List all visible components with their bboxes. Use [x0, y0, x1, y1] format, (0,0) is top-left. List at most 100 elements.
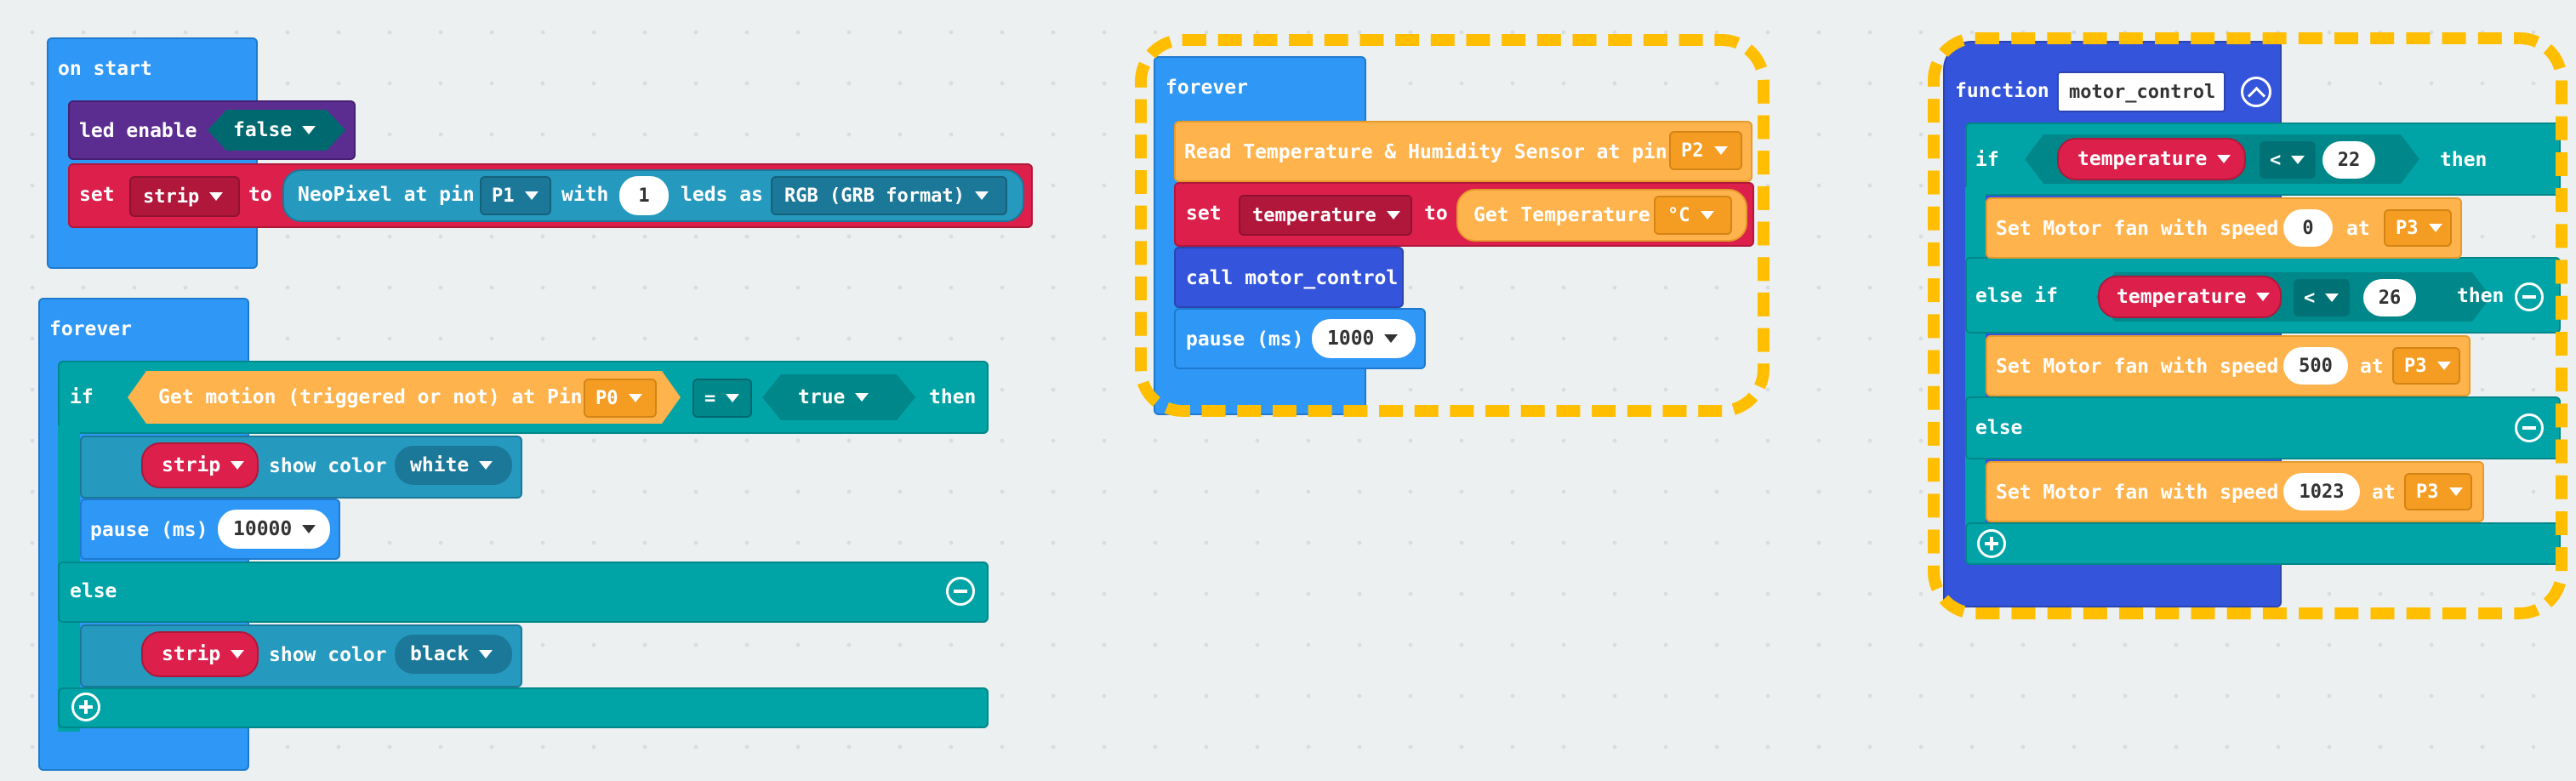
- chevron-down-icon: [1713, 146, 1728, 155]
- on-start-label: on start: [58, 58, 152, 80]
- remove-else-if-icon[interactable]: [2515, 282, 2544, 311]
- chevron-down-icon: [479, 650, 493, 658]
- set-motor-block-3[interactable]: [1986, 461, 2484, 522]
- if-else-spine-2: [1965, 187, 1986, 562]
- less-than-dropdown-1[interactable]: <: [2260, 141, 2316, 179]
- then-label: then: [2457, 285, 2505, 307]
- else-label: else: [70, 580, 117, 602]
- motor-pin-dropdown-2[interactable]: P3: [2392, 347, 2460, 385]
- equals-label: =: [704, 387, 716, 409]
- speed-input-0[interactable]: 0: [2283, 209, 2333, 247]
- add-branch-icon[interactable]: [71, 693, 100, 721]
- speed-input-1023[interactable]: 1023: [2283, 473, 2360, 510]
- operator-label: <: [2304, 287, 2316, 309]
- white-color-dropdown[interactable]: white: [395, 446, 512, 485]
- read-sensor-label: Read Temperature & Humidity Sensor at pi…: [1184, 141, 1667, 163]
- pause-value: 1000: [1327, 328, 1375, 350]
- led-enable-value[interactable]: false: [208, 110, 345, 151]
- chevron-down-icon: [524, 191, 539, 200]
- call-motor-control-block[interactable]: [1174, 247, 1404, 308]
- pause-value: 10000: [233, 518, 293, 540]
- show-color-label: show color: [269, 644, 387, 666]
- led-count-input[interactable]: 1: [619, 176, 669, 215]
- true-value[interactable]: true: [762, 374, 915, 420]
- threshold-input-1[interactable]: 22: [2322, 141, 2375, 179]
- remove-else-icon[interactable]: [946, 577, 975, 606]
- call-label: call motor_control: [1186, 267, 1399, 289]
- pause-label: pause (ms): [90, 519, 208, 541]
- function-name-field[interactable]: motor_control: [2057, 71, 2226, 112]
- white-label: white: [410, 454, 470, 476]
- chevron-down-icon: [726, 394, 740, 402]
- speed-input-500[interactable]: 500: [2283, 347, 2348, 385]
- to-label: to: [248, 184, 272, 206]
- remove-else-icon[interactable]: [2515, 413, 2544, 442]
- then-label: then: [2440, 149, 2488, 171]
- motor-pin-dropdown-1[interactable]: P3: [2384, 209, 2452, 247]
- else-if-label: else if: [1975, 285, 2058, 307]
- black-color-dropdown[interactable]: black: [395, 635, 512, 674]
- chevron-down-icon: [209, 192, 224, 201]
- chevron-down-icon: [479, 461, 493, 470]
- less-than-dropdown-2[interactable]: <: [2294, 279, 2350, 316]
- at-label: at: [2360, 356, 2384, 378]
- read-sensor-block[interactable]: [1174, 121, 1752, 182]
- p1-label: P1: [492, 185, 515, 207]
- chevron-down-icon: [2428, 224, 2442, 232]
- chevron-down-icon: [2436, 362, 2451, 370]
- neopixel-label: NeoPixel at pin: [298, 184, 475, 206]
- else-bar: [58, 562, 989, 623]
- strip-var-white[interactable]: strip: [141, 442, 259, 488]
- else-bar-2: [1965, 396, 2561, 459]
- chevron-down-icon: [231, 650, 245, 658]
- set-motor-label: Set Motor fan with speed: [1996, 218, 2279, 240]
- neopixel-pin-dropdown[interactable]: P1: [480, 176, 551, 215]
- forever-label-2: forever: [1165, 77, 1248, 99]
- with-label: with: [561, 184, 609, 206]
- set-motor-block-2[interactable]: [1986, 335, 2471, 396]
- chevron-down-icon: [628, 394, 642, 402]
- pause-value-10000[interactable]: 10000: [218, 510, 330, 549]
- at-label: at: [2346, 218, 2370, 240]
- temperature-variable-dropdown[interactable]: temperature: [1239, 195, 1412, 236]
- temperature-label: temperature: [2077, 148, 2208, 170]
- pause-label: pause (ms): [1186, 328, 1304, 351]
- chevron-down-icon: [1384, 334, 1399, 343]
- color-format-dropdown[interactable]: RGB (GRB format): [771, 176, 1007, 215]
- motion-text: Get motion (triggered or not) at Pin: [158, 386, 583, 408]
- temperature-var-2[interactable]: temperature: [2098, 276, 2282, 318]
- strip-variable-dropdown[interactable]: strip: [129, 176, 240, 217]
- led-enable-label: led enable: [79, 120, 197, 142]
- threshold-input-2[interactable]: 26: [2363, 279, 2416, 316]
- true-label: true: [798, 386, 846, 408]
- set-motor-block-1[interactable]: [1986, 197, 2462, 259]
- p3-label: P3: [2404, 355, 2427, 377]
- operator-label: <: [2270, 149, 2282, 171]
- set-label: set: [79, 184, 115, 206]
- chevron-down-icon: [2448, 487, 2463, 496]
- motion-pin-dropdown[interactable]: P0: [584, 379, 657, 418]
- if-label: if: [1975, 149, 1999, 171]
- temperature-label: temperature: [1252, 204, 1376, 226]
- strip-var-black[interactable]: strip: [141, 631, 259, 677]
- strip-label: strip: [162, 454, 221, 476]
- set-motor-label: Set Motor fan with speed: [1996, 356, 2279, 378]
- function-name: motor_control: [2069, 81, 2216, 103]
- pause-value-1000[interactable]: 1000: [1312, 319, 1416, 358]
- false-label: false: [233, 119, 293, 141]
- black-label: black: [410, 643, 470, 665]
- motor-pin-dropdown-3[interactable]: P3: [2404, 473, 2472, 510]
- temperature-unit-dropdown[interactable]: °C: [1654, 196, 1732, 235]
- p3-label: P3: [2416, 481, 2439, 503]
- chevron-down-icon: [1700, 211, 1714, 219]
- collapse-icon[interactable]: [2241, 77, 2271, 107]
- add-branch-icon[interactable]: [1977, 529, 2006, 558]
- equals-operator-dropdown[interactable]: =: [692, 379, 752, 418]
- sensor-pin-dropdown[interactable]: P2: [1669, 131, 1742, 170]
- strip-label: strip: [143, 185, 200, 208]
- temperature-var-1[interactable]: temperature: [2057, 138, 2246, 180]
- leds-as-label: leds as: [681, 184, 763, 206]
- get-temperature-label: Get Temperature: [1473, 204, 1650, 226]
- at-label: at: [2372, 482, 2396, 504]
